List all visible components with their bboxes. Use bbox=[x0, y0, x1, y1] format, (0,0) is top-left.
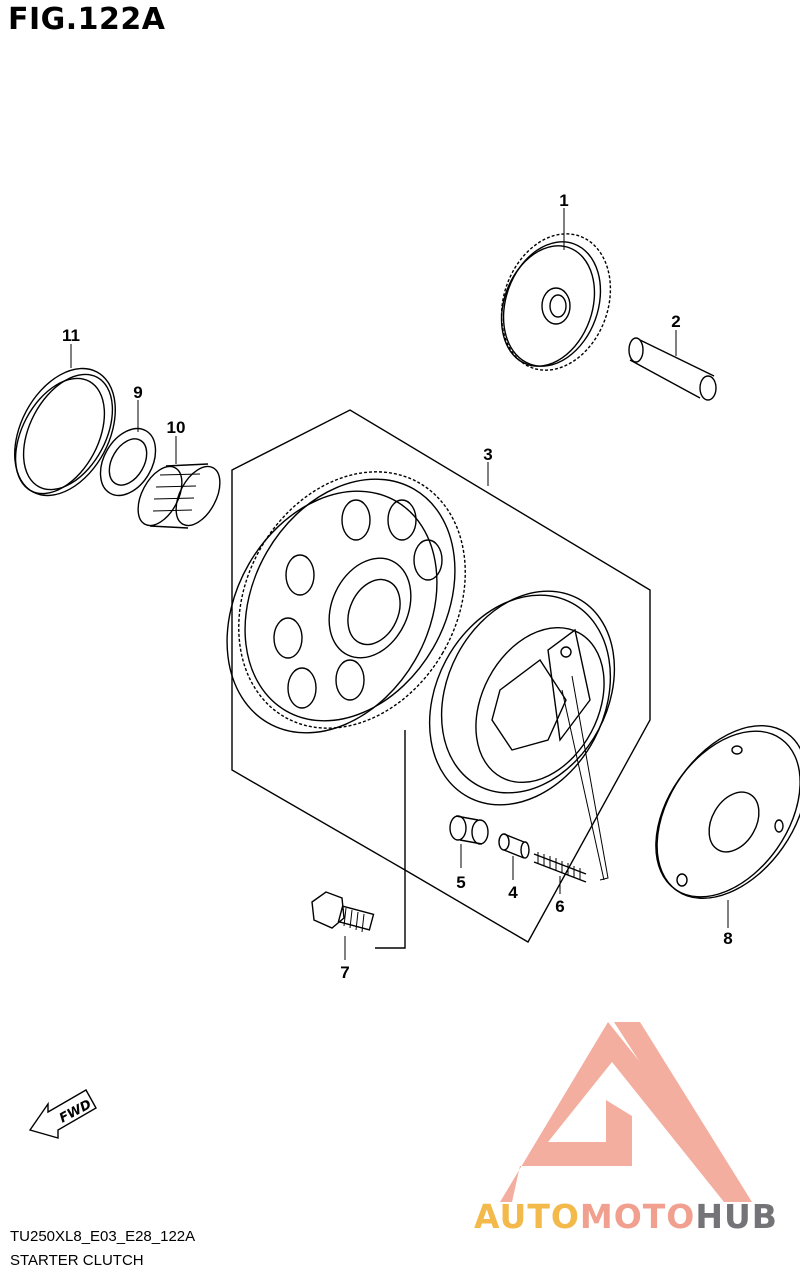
fwd-arrow: FWD bbox=[28, 1089, 97, 1139]
leader-lines bbox=[70, 208, 729, 960]
clutch-housing bbox=[428, 590, 616, 806]
callout-6: 6 bbox=[555, 897, 564, 916]
assembly-box bbox=[231, 409, 651, 943]
watermark-logo bbox=[500, 1022, 752, 1202]
starter-gear bbox=[226, 471, 466, 734]
washer bbox=[99, 427, 157, 497]
model-code: TU250XL8_E03_E28_122A bbox=[10, 1228, 196, 1245]
shaft bbox=[628, 337, 717, 401]
diagram-caption: STARTER CLUTCH bbox=[10, 1252, 144, 1269]
fwd-label: FWD bbox=[57, 1097, 94, 1126]
callout-5: 5 bbox=[456, 873, 465, 892]
callout-10: 10 bbox=[167, 418, 186, 437]
plate bbox=[655, 724, 800, 900]
watermark-hub: HUB bbox=[695, 1197, 778, 1236]
callout-2: 2 bbox=[671, 312, 680, 331]
figure-title: FIG.122A bbox=[8, 2, 166, 37]
callout-4: 4 bbox=[508, 883, 518, 902]
callout-7: 7 bbox=[340, 963, 349, 982]
callout-3: 3 bbox=[483, 445, 492, 464]
watermark-brand: AUTOMOTOHUB bbox=[474, 1197, 778, 1236]
callout-9: 9 bbox=[133, 383, 142, 402]
bolt bbox=[311, 891, 375, 933]
callout-8: 8 bbox=[723, 929, 732, 948]
assembly-outline bbox=[375, 730, 406, 949]
roller bbox=[449, 815, 489, 845]
watermark-auto: AUTO bbox=[474, 1197, 580, 1236]
gear bbox=[500, 233, 612, 371]
spring bbox=[533, 852, 587, 883]
callout-1: 1 bbox=[559, 191, 568, 210]
needle-bearing bbox=[137, 463, 221, 529]
ring bbox=[14, 367, 116, 497]
roller-pin bbox=[498, 833, 530, 859]
callout-11: 11 bbox=[62, 326, 80, 345]
watermark-moto: MOTO bbox=[579, 1197, 696, 1236]
